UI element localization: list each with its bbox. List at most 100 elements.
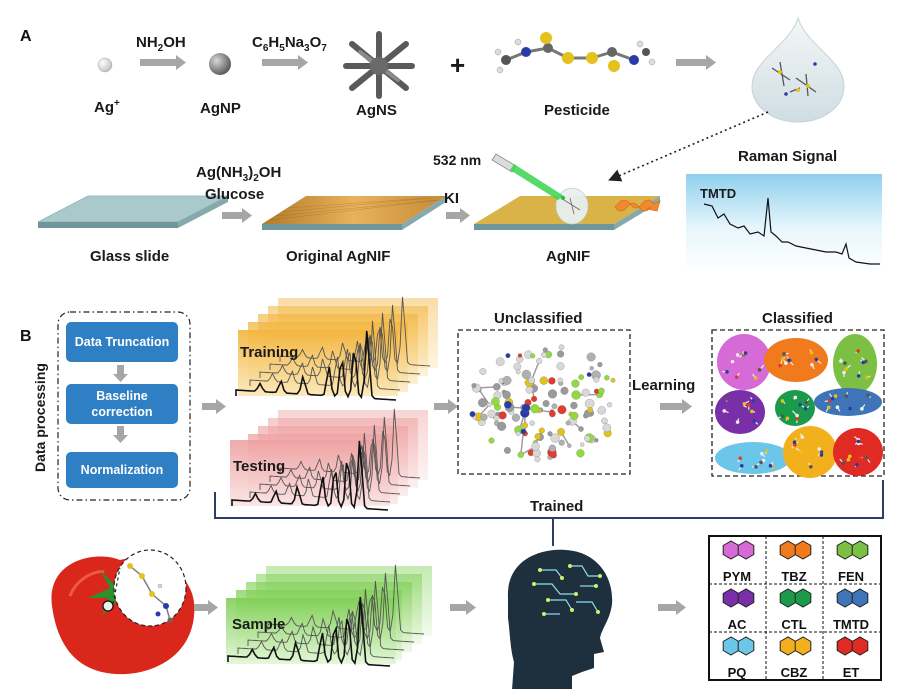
- gray-arrow: [446, 208, 470, 223]
- fen-hexagon-icon: [836, 540, 869, 560]
- raman-spectrum-box: [686, 174, 882, 272]
- raman-tmtd-label: TMTD: [700, 186, 737, 201]
- pesticide-cell-tmtd: TMTD: [823, 584, 879, 634]
- pesticide-name: ET: [842, 665, 860, 680]
- spectrum-trace: [227, 596, 391, 667]
- agnif-label: AgNIF: [546, 248, 591, 265]
- gray-arrow: [676, 55, 716, 70]
- panel-label-a: A: [20, 28, 32, 45]
- pesticide-name: TBZ: [781, 569, 807, 584]
- training-spectra: [235, 296, 431, 401]
- spectrum-trace: [231, 440, 389, 511]
- et-hexagon-icon: [836, 636, 869, 656]
- pesticide-cell-ac: AC: [709, 584, 765, 634]
- class-cluster-ctl: [775, 390, 815, 426]
- step-baseline-correction: Baseline correction: [66, 384, 178, 424]
- step-normalization: Normalization: [66, 452, 178, 488]
- raman-wave-arrow: [614, 199, 661, 212]
- gray-arrow: [262, 55, 308, 70]
- plus-sign: +: [450, 50, 466, 80]
- pesticide-name: PYM: [722, 569, 752, 584]
- pym-hexagon-icon: [722, 540, 755, 560]
- grid-lines: [709, 536, 881, 680]
- sample-label: Sample: [232, 616, 286, 633]
- sample-stack: [226, 566, 432, 664]
- zoom-atoms: [127, 563, 173, 623]
- spectrum-trace: [259, 424, 401, 495]
- class-cluster-fen: [833, 334, 877, 394]
- agnp-sphere: [209, 53, 231, 75]
- reagent-glucose: Glucose: [205, 186, 265, 203]
- glass-slide-label: Glass slide: [90, 248, 170, 265]
- gray-arrow: [202, 399, 226, 414]
- glass-slide: [37, 195, 229, 228]
- class-cluster-et: [833, 428, 883, 476]
- pq-hexagon-icon: [722, 636, 755, 656]
- pesticide-cell-et: ET: [823, 632, 879, 682]
- pesticide-cell-pq: PQ: [709, 632, 765, 682]
- training-label: Training: [240, 344, 299, 361]
- circuit-nodes: [532, 564, 602, 616]
- raman-signal-title: Raman Signal: [738, 148, 838, 165]
- molecule-cluster: [469, 344, 616, 463]
- class-cluster-tbz: [764, 338, 828, 382]
- testing-spectra: [231, 408, 421, 511]
- step-arrows: [113, 365, 128, 443]
- original-agnif-slide: [262, 196, 446, 230]
- gray-arrow: [660, 399, 692, 414]
- ag-ion-sphere: [97, 57, 113, 73]
- pesticide-hexagons: [722, 540, 869, 656]
- pesticide-name: CTL: [781, 617, 807, 632]
- pesticide-name: TMTD: [832, 617, 870, 632]
- pesticide-name: CBZ: [780, 665, 808, 680]
- dotted-arrow: [608, 111, 769, 182]
- spectrum-trace: [269, 416, 411, 487]
- tbz-hexagon-icon: [779, 540, 812, 560]
- trained-bracket: [214, 480, 884, 519]
- sample-spectra: [227, 564, 425, 667]
- ac-hexagon-icon: [722, 588, 755, 608]
- gray-arrow: [434, 399, 458, 414]
- spectrum-trace: [235, 330, 397, 401]
- classified-title: Classified: [762, 310, 833, 327]
- pesticide-cell-ctl: CTL: [766, 584, 822, 634]
- training-stack: [238, 298, 438, 396]
- raman-trace: [703, 197, 880, 265]
- learning-label: Learning: [632, 377, 696, 394]
- class-cluster-pq: [715, 442, 791, 474]
- reagent-nh2oh: NH2OH: [136, 34, 186, 54]
- ki-label: KI: [444, 190, 459, 207]
- tmtd-hexagon-icon: [836, 588, 869, 608]
- laser-source: [491, 153, 565, 200]
- step-data-truncation: Data Truncation: [66, 322, 178, 362]
- pesticide-name: AC: [727, 617, 747, 632]
- agnif-slide: [474, 187, 660, 230]
- pesticide-name: FEN: [838, 569, 864, 584]
- pesticide-cell-fen: FEN: [823, 536, 879, 586]
- gray-arrow: [658, 600, 686, 615]
- ai-head-icon: [507, 549, 613, 689]
- trained-label: Trained: [530, 498, 584, 515]
- agns-label: AgNS: [356, 102, 397, 119]
- gray-arrow: [222, 208, 252, 223]
- spectrum-trace: [249, 320, 401, 391]
- reagent-tollens: Ag(NH3)2OH: [196, 164, 282, 184]
- class-cluster-tmtd: [814, 388, 882, 416]
- agns-nanostar: [343, 31, 415, 99]
- agnp-label: AgNP: [200, 100, 241, 117]
- pesticide-name: PQ: [727, 665, 747, 680]
- data-processing-title: Data processing: [32, 363, 48, 472]
- zoom-ellipse: [113, 549, 187, 627]
- original-agnif-label: Original AgNIF: [286, 248, 391, 265]
- pesticide-cell-cbz: CBZ: [766, 632, 822, 682]
- classified-ellipses: [715, 334, 883, 478]
- reagent-citrate: C6H5Na3O7: [252, 34, 327, 54]
- ctl-hexagon-icon: [779, 588, 812, 608]
- class-cluster-ac: [715, 390, 765, 434]
- gray-arrow: [140, 55, 186, 70]
- pesticide-label: Pesticide: [544, 102, 610, 119]
- pesticide-cell-tbz: TBZ: [766, 536, 822, 586]
- gray-arrow: [450, 600, 476, 615]
- data-processing-box: [57, 311, 191, 501]
